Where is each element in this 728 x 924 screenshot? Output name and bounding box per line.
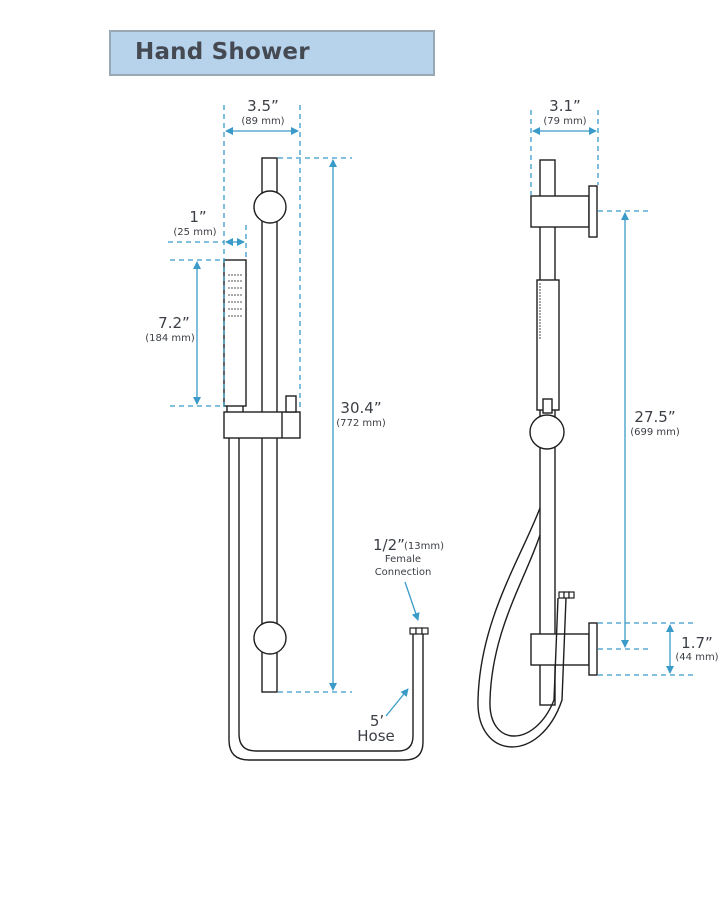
side-dimensions [530, 110, 695, 676]
lower-mount-knob [253, 621, 287, 655]
flange-dim-metric: (44 mm) [675, 652, 719, 663]
connection-note-line2: Connection [374, 567, 432, 578]
connection-note-line1: Female [384, 554, 422, 565]
handle-height-dim-metric: (184 mm) [145, 333, 195, 344]
page-title: Hand Shower [135, 39, 310, 65]
hose-length-value: 5’ [369, 712, 385, 730]
handle-width-dim-value: 1” [189, 208, 207, 226]
lower-flange [588, 622, 598, 676]
width-dim-value: 3.5” [247, 97, 279, 115]
flange-dim-value: 1.7” [681, 634, 713, 652]
side-slider-knob [529, 414, 565, 450]
upper-mount-block [530, 195, 590, 228]
shower-hose [228, 438, 424, 761]
rail-height-dim-metric: (772 mm) [336, 418, 386, 429]
mount-spacing-dim-value: 27.5” [634, 408, 676, 426]
depth-dim-value: 3.1” [549, 97, 581, 115]
side-hose-connector [558, 591, 575, 599]
lower-mount-block [530, 633, 590, 666]
mount-spacing-dim-metric: (699 mm) [630, 427, 680, 438]
hand-shower-head [223, 259, 247, 407]
handle-width-dim-metric: (25 mm) [173, 227, 217, 238]
width-dim-metric: (89 mm) [241, 116, 285, 127]
connection-size-metric: (13mm) [404, 541, 445, 552]
rail-height-dim-value: 30.4” [340, 399, 382, 417]
front-dimensions [168, 105, 420, 717]
hose-connector [409, 627, 429, 635]
spray-nozzles [228, 274, 243, 317]
title-banner: Hand Shower [109, 30, 435, 76]
front-view [223, 157, 429, 761]
hose-label: Hose [357, 727, 395, 745]
slider-bracket [223, 411, 301, 439]
connection-size-value: 1/2” [373, 536, 405, 554]
depth-dim-metric: (79 mm) [543, 116, 587, 127]
upper-flange [588, 185, 598, 238]
slider-lock-button [285, 395, 297, 413]
side-hose [477, 507, 567, 748]
upper-mount-knob [253, 190, 287, 224]
handle-height-dim-value: 7.2” [158, 314, 190, 332]
side-view [477, 159, 598, 748]
